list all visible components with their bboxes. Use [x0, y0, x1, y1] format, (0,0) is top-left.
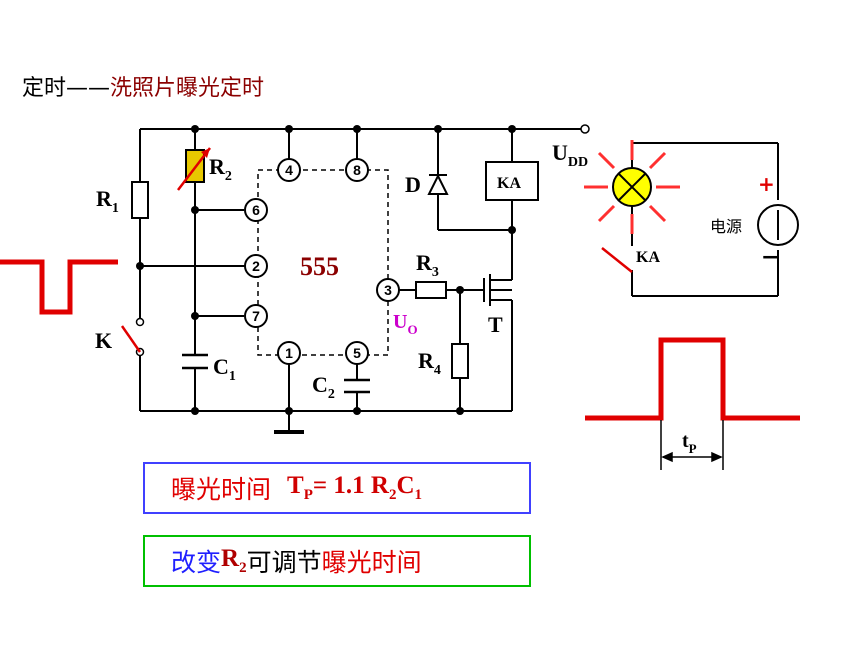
lamp-circuit [631, 142, 799, 297]
r4-label: R4 [418, 348, 441, 378]
pin-6: 6 [252, 202, 260, 218]
pin-2: 2 [252, 258, 260, 274]
pin-1: 1 [285, 345, 293, 361]
chip-label: 555 [300, 252, 339, 281]
relay-coil-ka [485, 161, 539, 201]
resistor-r4 [451, 343, 469, 379]
k-label: K [95, 328, 112, 353]
switch-k [120, 325, 142, 353]
formula-box: 曝光时间 TP= 1.1 R2C1 [143, 462, 531, 514]
resistor-r3 [415, 281, 447, 299]
adjust-part1: 改变 [171, 548, 222, 577]
relay-coil-label: KA [497, 175, 521, 192]
pin-3: 3 [384, 282, 392, 298]
r3-label: R3 [416, 250, 439, 280]
adjust-part2: 可调节 [246, 548, 322, 577]
t-label: T [488, 312, 503, 337]
pin-7: 7 [252, 308, 260, 324]
pin-4: 4 [285, 162, 293, 178]
d-label: D [405, 172, 421, 197]
uo-label: UO [393, 311, 418, 337]
capacitor-c2 [344, 378, 370, 394]
output-pulse [585, 337, 800, 421]
trigger-waveform [0, 259, 118, 315]
diode-d [427, 173, 449, 195]
relay-contact-ka [601, 247, 633, 273]
formula: TP= 1.1 R2C1 [287, 472, 422, 503]
pulse-width-label: tP [682, 430, 697, 456]
udd-label: UDD [552, 140, 588, 170]
contact-label: KA [636, 249, 660, 266]
slide-title: 定时——洗照片曝光定时 [22, 70, 264, 102]
r2-label: R2 [209, 154, 232, 184]
pin-8: 8 [353, 162, 361, 178]
r1-label: R1 [96, 186, 119, 216]
lamp-icon [584, 140, 680, 234]
capacitor-c1 [182, 353, 208, 370]
adjust-r2: R2 [221, 545, 247, 576]
pin-5: 5 [353, 345, 361, 361]
minus-sign: − [761, 245, 779, 270]
pulse-width-marker [660, 420, 724, 470]
power-source-label: 电源 [710, 217, 742, 236]
resistor-r1 [131, 181, 149, 219]
chip-555 [257, 169, 389, 356]
formula-text: 曝光时间 [171, 475, 272, 504]
c2-label: C2 [312, 372, 335, 402]
c1-label: C1 [213, 354, 236, 384]
title-prefix: 定时—— [22, 76, 111, 101]
adjust-part3: 曝光时间 [321, 548, 422, 577]
plus-sign: + [758, 172, 775, 196]
title-subtitle: 洗照片曝光定时 [110, 76, 265, 101]
